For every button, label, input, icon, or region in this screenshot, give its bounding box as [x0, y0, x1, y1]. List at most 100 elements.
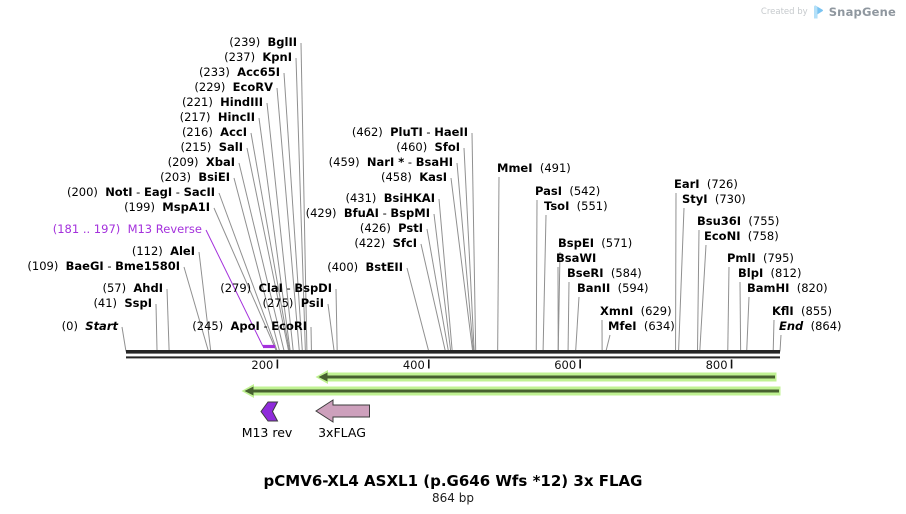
leader-line-sspi: [155, 303, 158, 352]
site-label-apoi: (245) ApoI - EcoRI: [192, 319, 307, 333]
site-label-bamhi: BamHI (820): [747, 281, 828, 295]
site-label-mmei: MmeI (491): [497, 161, 571, 175]
site-label-xbai: (209) XbaI: [168, 155, 235, 169]
branding: Created by SnapGene: [761, 5, 896, 19]
leader-line-sfoi: [463, 147, 475, 352]
leader-line-bseri: [567, 281, 570, 352]
site-label-bspei: BspEI (571): [558, 236, 632, 250]
leader-line-mspa1i: [213, 207, 278, 352]
leader-line-mfei: [605, 334, 611, 352]
leader-line-xbai: [238, 162, 285, 352]
leader-line-sali: [246, 147, 290, 352]
site-label-kasi: (458) KasI: [381, 170, 447, 184]
leader-line-alei: [198, 251, 212, 352]
site-label-bseri: BseRI (584): [567, 266, 642, 280]
site-label-styi: StyI (730): [682, 192, 746, 206]
site-label-sspi: (41) SspI: [93, 296, 152, 310]
leader-line-kpni: [295, 57, 306, 352]
site-label-end: End (864): [779, 319, 842, 333]
site-label-ecorv: (229) EcoRV: [194, 80, 273, 94]
site-label-sfci: (422) SfcI: [354, 236, 417, 250]
leader-line-bsteii: [406, 267, 430, 352]
site-label-acci: (216) AccI: [182, 125, 247, 139]
site-label-hindiii: (221) HindIII: [182, 95, 263, 109]
leader-line-bglii: [300, 42, 308, 352]
leader-line-styi: [678, 207, 685, 352]
site-label-clai: (279) ClaI - BspDI: [220, 281, 332, 295]
sequence-bar-bottom: [126, 356, 780, 359]
ruler-tick-label: 200: [251, 358, 273, 372]
site-label-xmni: XmnI (629): [600, 304, 672, 318]
site-label-bsihkai: (431) BsiHKAI: [345, 191, 435, 205]
site-label-sfoi: (460) SfoI: [396, 140, 460, 154]
leader-line-acci: [250, 132, 290, 352]
construct-length: 864 bp: [432, 491, 474, 505]
3xflag-label: 3xFLAG: [318, 425, 366, 440]
m13-rev-label: M13 rev: [242, 425, 293, 440]
site-label-pasi: PasI (542): [535, 184, 600, 198]
ruler-tick-label: 800: [706, 358, 728, 372]
site-label-nari: (459) NarI * - BsaHI: [329, 155, 453, 169]
site-label-bsteii: (400) BstEII: [327, 260, 403, 274]
leader-line-noti: [218, 192, 278, 352]
leader-line-acc65i: [283, 72, 303, 352]
site-label-tsoi: TsoI (551): [544, 199, 608, 213]
leader-line-hincii: [258, 117, 291, 352]
leader-line-bsihkai: [438, 198, 453, 352]
m13-rev-arrow: [260, 401, 279, 422]
leader-line-blpi: [739, 281, 742, 352]
leader-line-start: [121, 326, 127, 352]
leader-line-banii: [575, 296, 580, 352]
site-label-eari: EarI (726): [674, 177, 738, 191]
m13-reverse-leader-line: [205, 229, 264, 347]
site-label-blpi: BlpI (812): [738, 266, 801, 280]
site-label-start: (0) Start: [62, 319, 119, 333]
site-label-noti: (200) NotI - EagI - SacII: [67, 185, 215, 199]
leader-line-mmei: [497, 176, 500, 352]
site-label-pluti: (462) PluTI - HaeII: [352, 125, 468, 139]
construct-title: pCMV6-XL4 ASXL1 (p.G646 Wfs *12) 3x FLAG: [263, 472, 643, 490]
orf-arrow-2: [241, 384, 781, 398]
ruler-tick-label: 600: [554, 358, 576, 372]
site-label-kpni: (237) KpnI: [224, 50, 292, 64]
site-label-banii: BanII (594): [577, 281, 649, 295]
site-label-bglii: (239) BglII: [229, 35, 297, 49]
site-label-bsu36i: Bsu36I (755): [697, 214, 779, 228]
leader-line-nari: [456, 162, 474, 352]
site-label-psti: (426) PstI: [360, 221, 423, 235]
leader-line-econi: [699, 244, 707, 352]
snapgene-logo-icon: [813, 5, 823, 19]
site-label-mspa1i: (199) MspA1I: [124, 200, 210, 214]
site-label-pmli: PmlI (795): [727, 251, 794, 265]
leader-line-kfli: [772, 319, 775, 352]
orf-arrow-1: [315, 370, 777, 384]
site-label-sali: (215) SalI: [181, 140, 244, 154]
brand-name: SnapGene: [828, 5, 896, 19]
leader-line-end: [779, 334, 782, 352]
site-label-bsawi: BsaWI: [556, 251, 596, 265]
leader-line-tsoi: [542, 214, 547, 352]
leader-line-sfci: [420, 243, 446, 352]
site-label-alei: (112) AleI: [132, 244, 195, 258]
leader-line-bamhi: [746, 296, 750, 352]
leader-line-bsu36i: [696, 229, 700, 352]
leader-line-bsiei: [233, 177, 281, 352]
3xflag-arrow: [315, 399, 370, 423]
leader-line-pmli: [727, 266, 730, 352]
site-label-econi: EcoNI (758): [704, 229, 779, 243]
site-label-ahdi: (57) AhdI: [102, 281, 163, 295]
site-label-kfli: KflI (855): [772, 304, 832, 318]
leader-line-ahdi: [166, 288, 170, 352]
created-by-text: Created by: [760, 7, 808, 17]
leader-line-clai: [335, 288, 338, 352]
site-label-mfei: MfeI (634): [608, 319, 675, 333]
leader-line-kasi: [450, 177, 474, 352]
leader-line-psii: [327, 303, 335, 352]
site-label-acc65i: (233) Acc65I: [199, 65, 280, 79]
leader-line-bfuai: [433, 213, 452, 352]
site-label-bsiei: (203) BsiEI: [160, 170, 230, 184]
site-label-psii: (275) PsiI: [262, 296, 324, 310]
site-label-hincii: (217) HincII: [180, 110, 255, 124]
